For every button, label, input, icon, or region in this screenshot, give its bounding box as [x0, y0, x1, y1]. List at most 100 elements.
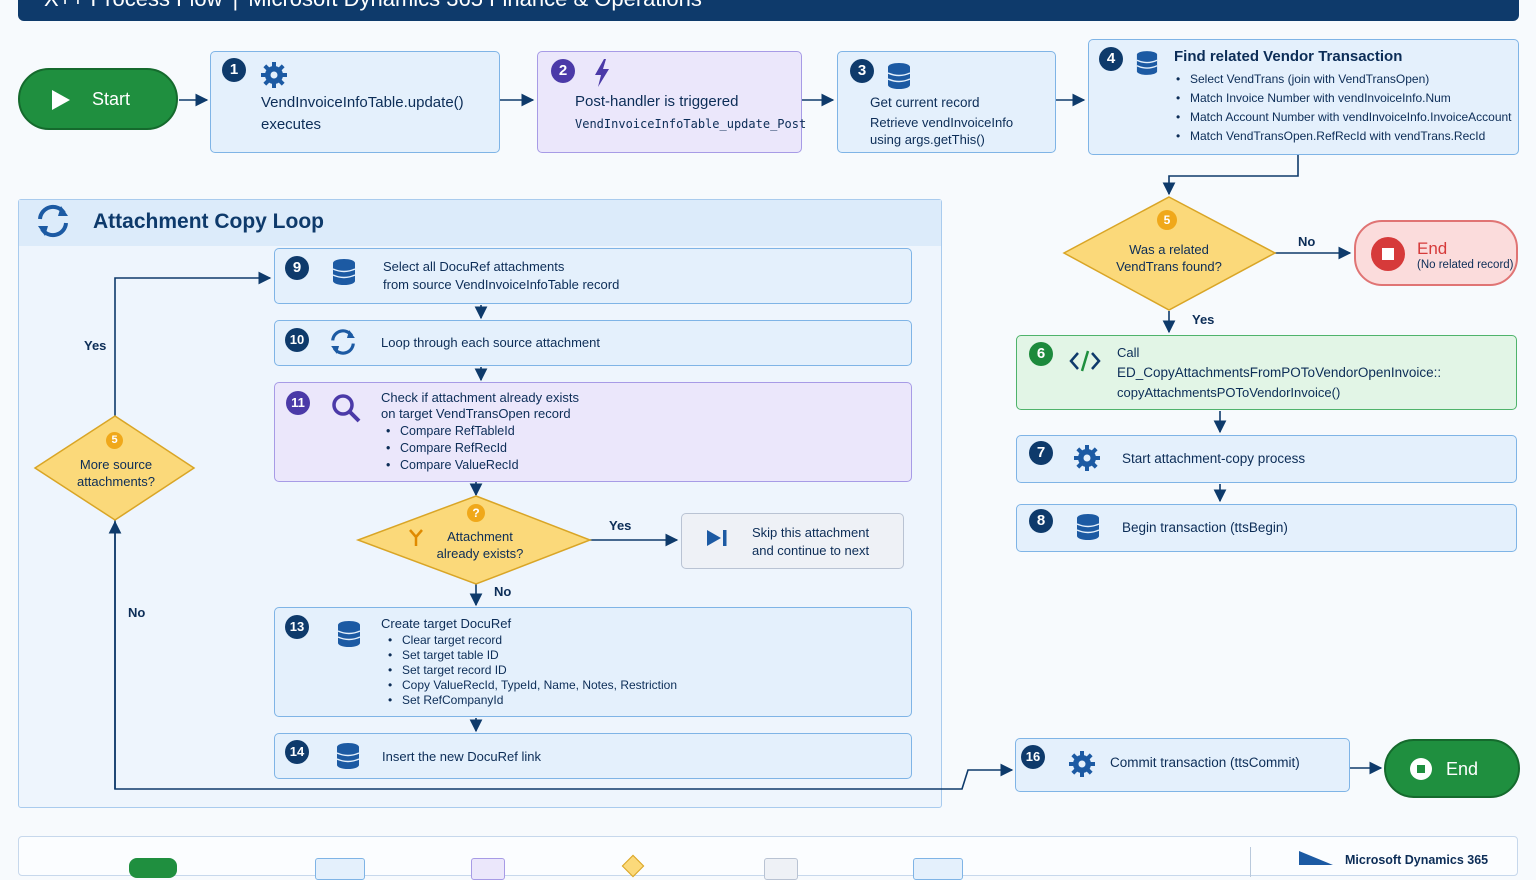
step-8-label: Begin transaction (ttsBegin) [1122, 520, 1288, 535]
step-11-bullets: Compare RefTableId Compare RefRecId Comp… [386, 423, 519, 474]
decision-12-shape [355, 495, 593, 585]
step-7-label: Start attachment-copy process [1122, 451, 1306, 466]
step-3-line3: using args.getThis() [870, 132, 985, 147]
start-label: Start [92, 89, 131, 109]
step-10-box [274, 320, 912, 366]
lightning-icon [595, 59, 609, 87]
decision-15-line1: More source [79, 457, 153, 472]
list-item: Match Account Number with vendInvoiceInf… [1176, 108, 1512, 127]
decision-5-badge: 5 [1157, 210, 1177, 230]
footer-divider [1250, 847, 1251, 877]
decision-15-line2: attachments? [76, 474, 156, 489]
list-item: Compare RefRecId [386, 440, 519, 457]
step-16-label: Commit transaction (ttsCommit) [1110, 755, 1300, 770]
stop-circle-icon [1410, 758, 1432, 780]
decision-12-no-label: No [494, 584, 512, 599]
step-14-badge: 14 [285, 740, 309, 764]
list-item: Set RefCompanyId [388, 693, 677, 708]
refresh-icon [331, 329, 355, 355]
stop-icon [1371, 237, 1405, 271]
step-11-box [274, 382, 912, 482]
legend-swatch-skip [764, 858, 798, 880]
step-7-badge: 7 [1029, 441, 1053, 465]
decision-12-text: Attachment already exists? [410, 528, 550, 562]
step-14-box [274, 733, 912, 779]
header-separator: | [233, 0, 239, 11]
skip-line1: Skip this attachment [752, 525, 870, 540]
skip-next-icon [707, 530, 727, 546]
database-icon [337, 621, 361, 647]
step-16-badge: 16 [1021, 745, 1045, 769]
gear-icon [1069, 751, 1095, 777]
step-10-label: Loop through each source attachment [381, 335, 600, 350]
legend-swatch-start [129, 858, 177, 878]
decision-5-line2: VendTrans found? [1116, 259, 1222, 274]
step-2-line1: Post-handler is triggered [575, 93, 739, 110]
list-item: Match Invoice Number with vendInvoiceInf… [1176, 89, 1512, 108]
arrow-15-yes-to-9 [114, 271, 272, 416]
step-4-badge: 4 [1099, 47, 1123, 71]
step-6-box [1016, 335, 1517, 410]
step-9-badge: 9 [285, 256, 309, 280]
header-title-left: X++ Process Flow [44, 0, 223, 11]
list-item: Select VendTrans (join with VendTransOpe… [1176, 70, 1512, 89]
end-no-title: End [1417, 239, 1448, 258]
step-13-badge: 13 [285, 615, 309, 639]
decision-5-yes-label: Yes [1192, 312, 1215, 327]
list-item: Compare RefTableId [386, 423, 519, 440]
decision-15-text: More source attachments? [46, 456, 186, 490]
dynamics-logo-icon [1299, 851, 1333, 865]
decision-15-shape [33, 415, 196, 521]
decision-5-text: Was a related VendTrans found? [1089, 241, 1249, 275]
step-14-label: Insert the new DocuRef link [382, 749, 541, 764]
loop-header-bar [19, 200, 941, 246]
loop-refresh-icon [38, 204, 68, 238]
step-6-line1: Call [1117, 345, 1140, 360]
step-10-badge: 10 [285, 328, 309, 352]
step-6-badge: 6 [1029, 342, 1053, 366]
step-8-box [1016, 504, 1517, 552]
decision-12-badge: ? [467, 504, 485, 522]
step-11-line2: on target VendTransOpen record [381, 406, 571, 421]
step-1-box [210, 51, 500, 153]
step-3-line1: Get current record [870, 95, 980, 110]
decision-12-line1: Attachment [447, 529, 513, 544]
list-item: Compare ValueRecId [386, 457, 519, 474]
decision-15-yes-label: Yes [84, 338, 107, 353]
step-8-badge: 8 [1029, 509, 1053, 533]
list-item: Clear target record [388, 633, 677, 648]
step-4-bullets: Select VendTrans (join with VendTransOpe… [1176, 70, 1512, 146]
gear-icon [1074, 445, 1100, 471]
step-2-badge: 2 [551, 59, 575, 83]
end-label: End [1446, 759, 1479, 779]
end-no-sub: (No related record) [1417, 259, 1514, 271]
legend-footer: Microsoft Dynamics 365 [18, 836, 1518, 880]
database-icon [1076, 514, 1100, 540]
list-item: Copy ValueRecId, TypeId, Name, Notes, Re… [388, 678, 677, 693]
end-node: End [1384, 739, 1520, 798]
gear-icon [261, 62, 287, 88]
decision-5-no-label: No [1298, 234, 1316, 249]
database-icon [332, 259, 356, 285]
end-no-related-node: End (No related record) [1354, 220, 1518, 286]
step-6-line2: ED_CopyAttachmentsFromPOToVendorOpenInvo… [1117, 365, 1442, 380]
step-16-box [1015, 738, 1350, 792]
step-6-line3: copyAttachmentsPOToVendorInvoice() [1117, 385, 1341, 400]
step-11-line1: Check if attachment already exists [381, 390, 579, 405]
branch-icon [409, 529, 423, 546]
step-9-line1: Select all DocuRef attachments [383, 259, 565, 274]
database-icon [1136, 51, 1158, 75]
database-icon [887, 63, 911, 89]
start-node: Start [18, 68, 178, 130]
header-title-right: Microsoft Dynamics 365 Finance & Operati… [248, 0, 702, 11]
step-1-line2: executes [261, 116, 322, 133]
legend-swatch-tx [913, 858, 963, 880]
list-item: Set target record ID [388, 663, 677, 678]
step-1-badge: 1 [222, 58, 246, 82]
decision-15-no-label: No [128, 605, 146, 620]
decision-12-yes-label: Yes [609, 518, 632, 533]
arrow-4-to-5 [1162, 155, 1299, 196]
decision-15-badge: 5 [106, 432, 123, 449]
code-icon [1069, 350, 1101, 372]
step-1-line1: VendInvoiceInfoTable.update() [261, 94, 464, 111]
